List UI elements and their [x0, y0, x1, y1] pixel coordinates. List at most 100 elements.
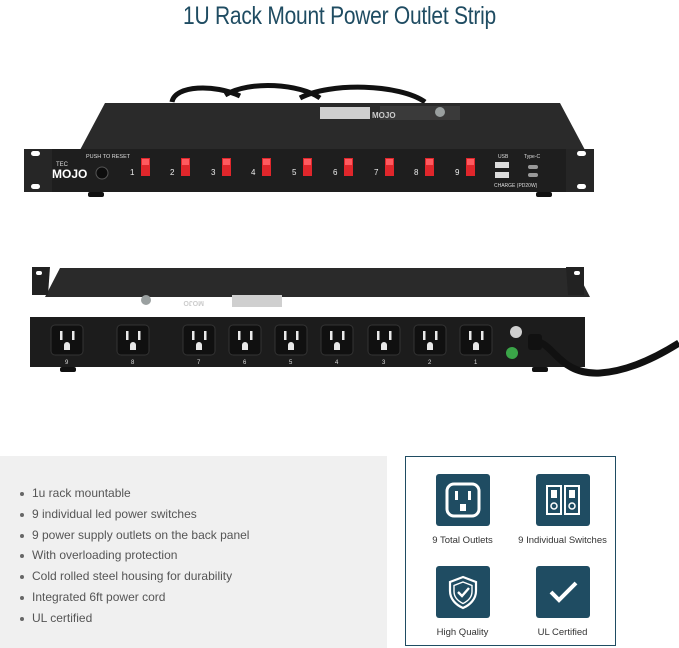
outlet-slot: [342, 331, 345, 340]
page-title: 1U Rack Mount Power Outlet Strip: [183, 2, 496, 30]
outlet-slot: [296, 331, 299, 340]
switch-highlight: [142, 159, 149, 165]
outlet-icon: [435, 474, 490, 526]
back-brand: MOJO: [183, 299, 204, 306]
ac-outlet: [182, 324, 216, 356]
outlet-number: 8: [131, 360, 135, 366]
outlet-slot: [481, 331, 484, 340]
reset-label: PUSH TO RESET: [86, 154, 131, 160]
switch-number: 5: [292, 168, 297, 177]
ul-mark-back: [141, 295, 151, 305]
feature-tile-ul: UL Certified: [510, 566, 615, 638]
outlet-number: 3: [382, 360, 386, 366]
feature-label: 9 Total Outlets: [432, 535, 493, 546]
outlet-slot: [238, 331, 241, 340]
ac-outlet: [274, 324, 308, 356]
outlet-ground-hole: [242, 342, 248, 350]
feature-tile-quality: High Quality: [410, 566, 515, 638]
feature-tile-switches: 9 Individual Switches: [510, 474, 615, 546]
top-brand: MOJO: [372, 111, 396, 120]
power-cord-back: [534, 337, 679, 377]
bullet-item: Integrated 6ft power cord: [20, 587, 387, 608]
outlet-slot: [469, 331, 472, 340]
switch-highlight: [386, 159, 393, 165]
power-switch: [344, 158, 353, 176]
outlet-slot: [330, 331, 333, 340]
switch-highlight: [182, 159, 189, 165]
outlet-ground-hole: [196, 342, 202, 350]
feature-tile-outlets: 9 Total Outlets: [410, 474, 515, 546]
ac-outlet: [320, 324, 354, 356]
typec-port-2: [528, 173, 538, 177]
switch-highlight: [263, 159, 270, 165]
switch-number: 6: [333, 168, 338, 177]
power-switch: [425, 158, 434, 176]
reset-button: [95, 166, 109, 180]
feature-bullet-list: 1u rack mountable 9 individual led power…: [20, 483, 387, 629]
outlet-slot: [204, 331, 207, 340]
usb-port-2: [495, 172, 509, 178]
outlet-number: 6: [243, 360, 247, 366]
power-switch: [385, 158, 394, 176]
spec-label-back: [232, 295, 282, 307]
outlet-number: 7: [197, 360, 201, 366]
shield-check-icon: [435, 566, 490, 618]
outlet-slot: [192, 331, 195, 340]
feature-label: 9 Individual Switches: [518, 535, 607, 546]
outlet-ground-hole: [288, 342, 294, 350]
usb-port-1: [495, 162, 509, 168]
outlet-slot: [250, 331, 253, 340]
switch-number: 4: [251, 168, 256, 177]
outlet-ground-hole: [130, 342, 136, 350]
feature-label: High Quality: [436, 627, 489, 638]
ac-outlet: [459, 324, 493, 356]
breaker-cap: [510, 326, 522, 338]
usb-label: USB: [498, 154, 509, 160]
ac-outlet: [116, 324, 150, 356]
typec-port-1: [528, 165, 538, 169]
switch-number: 1: [130, 168, 135, 177]
switch-highlight: [426, 159, 433, 165]
power-switch: [222, 158, 231, 176]
ac-outlet: [50, 324, 84, 356]
outlet-slot: [284, 331, 287, 340]
checkmark-icon: [535, 566, 590, 618]
outlet-ground-hole: [473, 342, 479, 350]
outlet-ground-hole: [427, 342, 433, 350]
outlet-slot: [423, 331, 426, 340]
switch-number: 2: [170, 168, 175, 177]
rack-top-surface-back: [45, 268, 590, 297]
power-switch: [262, 158, 271, 176]
power-switch: [181, 158, 190, 176]
outlet-number: 5: [289, 360, 293, 366]
ground-screw: [506, 347, 518, 359]
outlet-slot: [377, 331, 380, 340]
bullet-item: 1u rack mountable: [20, 483, 387, 504]
typec-label: Type-C: [524, 154, 541, 160]
outlet-number: 9: [65, 360, 69, 366]
brand-prefix: TEC: [56, 162, 69, 168]
switch-number: 8: [414, 168, 419, 177]
bullet-item: UL certified: [20, 608, 387, 629]
power-cord: [169, 82, 427, 105]
switch-highlight: [304, 159, 311, 165]
outlet-number: 2: [428, 360, 432, 366]
switch-highlight: [223, 159, 230, 165]
outlet-number: 4: [335, 360, 339, 366]
outlet-ground-hole: [381, 342, 387, 350]
switch-number: 7: [374, 168, 379, 177]
ac-outlet: [367, 324, 401, 356]
bullet-item: Cold rolled steel housing for durability: [20, 566, 387, 587]
outlet-slot: [389, 331, 392, 340]
switch-number: 9: [455, 168, 460, 177]
outlet-ground-hole: [334, 342, 340, 350]
bullet-item: 9 individual led power switches: [20, 504, 387, 525]
ac-outlet: [413, 324, 447, 356]
switch-highlight: [467, 159, 474, 165]
switch-number: 3: [211, 168, 216, 177]
outlet-slot: [138, 331, 141, 340]
outlet-slot: [126, 331, 129, 340]
switch-highlight: [345, 159, 352, 165]
